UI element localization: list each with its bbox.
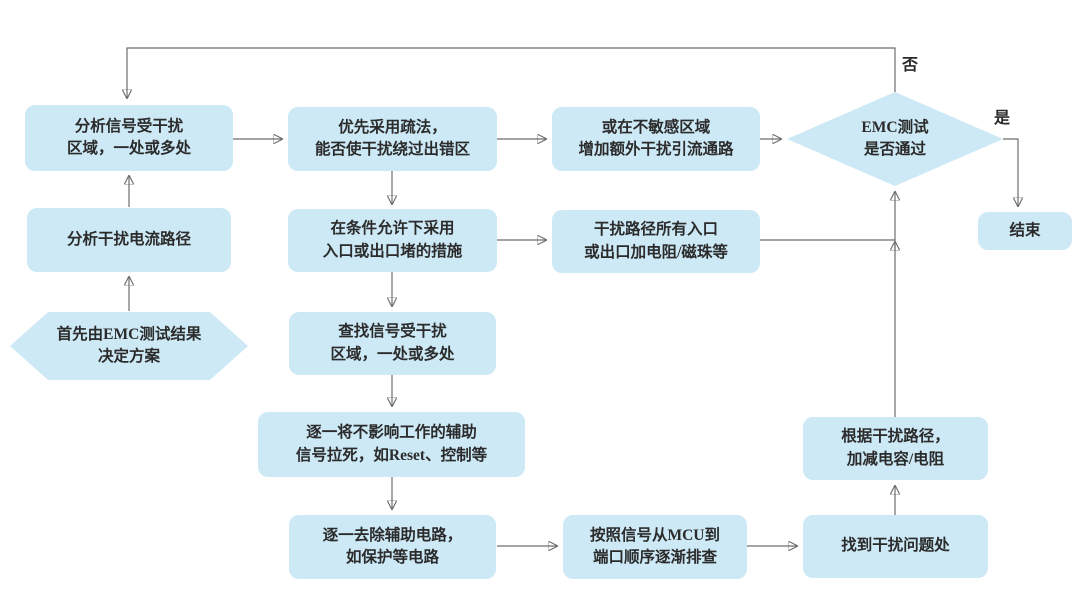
node-prefer-divert-method: 优先采用疏法， 能否使干扰绕过出错区 [288, 107, 497, 171]
edge-label-no: 否 [902, 57, 919, 74]
edge-label-yes: 是 [994, 110, 1011, 127]
node-find-interference-area: 查找信号受干扰 区域，一处或多处 [289, 312, 496, 375]
connector-decision-no-loop [127, 47, 896, 98]
node-label: 首先由EMC测试结果 决定方案 [56, 325, 202, 365]
node-extra-drain-path: 或在不敏感区域 增加额外干扰引流通路 [552, 107, 760, 171]
node-label: 或在不敏感区域 增加额外干扰引流通路 [578, 118, 734, 158]
node-label: 在条件允许下采用 入口或出口堵的措施 [322, 220, 463, 260]
node-block-measure: 在条件允许下采用 入口或出口堵的措施 [288, 209, 497, 272]
node-analyze-interference-area: 分析信号受干扰 区域，一处或多处 [25, 105, 233, 171]
node-add-resistor-bead: 干扰路径所有入口 或出口加电阻/磁珠等 [552, 210, 760, 273]
node-pull-aux-signals: 逐一将不影响工作的辅助 信号拉死，如Reset、控制等 [258, 412, 525, 477]
node-label: EMC测试 是否通过 [861, 118, 929, 158]
node-remove-aux-circuits: 逐一去除辅助电路， 如保护等电路 [289, 515, 496, 579]
node-label: 逐一去除辅助电路， 如保护等电路 [322, 526, 463, 566]
node-label: 根据干扰路径， 加减电容/电阻 [841, 428, 950, 468]
node-label: 找到干扰问题处 [841, 537, 950, 555]
node-label: 按照信号从MCU到 端口顺序逐渐排查 [589, 526, 721, 566]
node-label: 逐一将不影响工作的辅助 信号拉死，如Reset、控制等 [295, 424, 488, 464]
node-start-emc-result: 首先由EMC测试结果 决定方案 [10, 312, 248, 380]
node-check-from-mcu: 按照信号从MCU到 端口顺序逐渐排查 [563, 515, 747, 579]
node-end: 结束 [978, 212, 1072, 250]
connector-decision-yes-to-end [1003, 138, 1018, 206]
node-find-problem-spot: 找到干扰问题处 [803, 515, 988, 578]
node-analyze-current-path: 分析干扰电流路径 [27, 208, 231, 272]
node-label: 分析信号受干扰 区域，一处或多处 [66, 117, 191, 157]
node-adjust-capacitor-resistor: 根据干扰路径， 加减电容/电阻 [803, 417, 988, 480]
node-label: 查找信号受干扰 区域，一处或多处 [330, 323, 455, 363]
node-label: 干扰路径所有入口 或出口加电阻/磁珠等 [584, 221, 728, 261]
node-label: 分析干扰电流路径 [66, 230, 191, 248]
node-label: 优先采用疏法， 能否使干扰绕过出错区 [314, 118, 470, 158]
node-label: 结束 [1009, 221, 1041, 239]
